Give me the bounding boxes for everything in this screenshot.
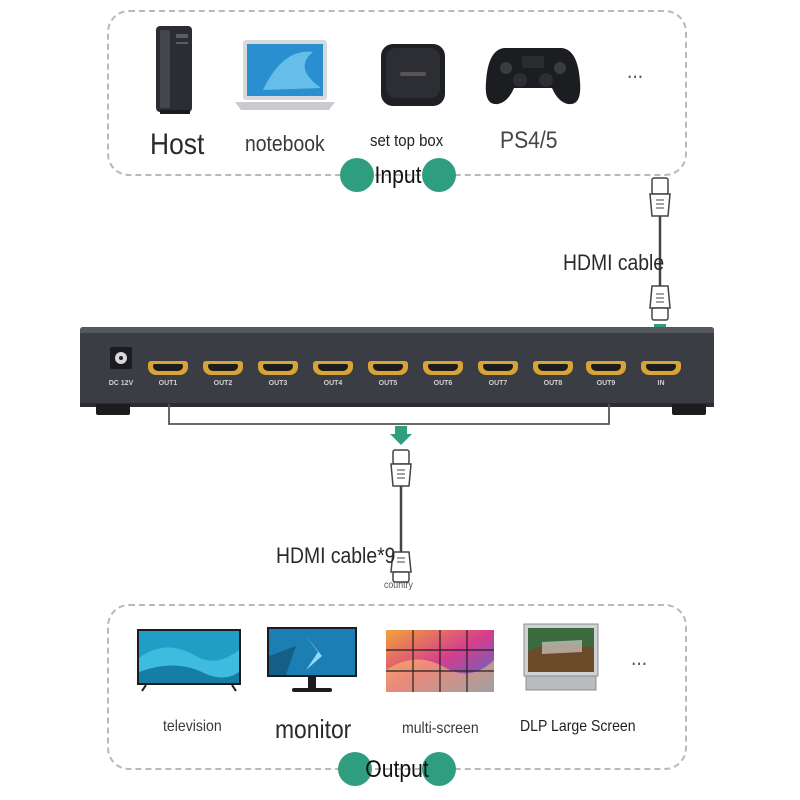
hdmi-port-out3 bbox=[258, 361, 298, 375]
port-label-in: IN bbox=[657, 380, 665, 387]
set-top-box-icon bbox=[378, 42, 448, 110]
dc-power-jack bbox=[110, 347, 132, 369]
gamepad-icon bbox=[484, 42, 582, 108]
output-bracket bbox=[168, 404, 610, 425]
output-tag: Output bbox=[338, 752, 456, 786]
hdmi-port-out7 bbox=[478, 361, 518, 375]
dlp-screen-icon bbox=[522, 622, 600, 694]
hdmi-port-out6 bbox=[423, 361, 463, 375]
hdmi-port-out8 bbox=[533, 361, 573, 375]
output-device-label-monitor: monitor bbox=[275, 714, 352, 744]
output-tag-label: Output bbox=[365, 756, 429, 783]
output-panel bbox=[107, 604, 687, 770]
input-tag: Input bbox=[340, 158, 456, 192]
input-panel bbox=[107, 10, 687, 176]
port-label-out5: OUT5 bbox=[378, 380, 398, 387]
input-device-label-ps: PS4/5 bbox=[500, 127, 558, 154]
port-label-out4: OUT4 bbox=[323, 380, 343, 387]
splitter-foot-right bbox=[672, 404, 706, 415]
output-device-label-television: television bbox=[163, 718, 222, 735]
port-label-out1: OUT1 bbox=[158, 380, 178, 387]
output-more-ellipsis: ... bbox=[631, 645, 648, 670]
port-label-out6: OUT6 bbox=[433, 380, 453, 387]
hdmi-port-out4 bbox=[313, 361, 353, 375]
output-device-label-dlp: DLP Large Screen bbox=[520, 718, 636, 735]
hdmi-port-out5 bbox=[368, 361, 408, 375]
hdmi-port-out2 bbox=[203, 361, 243, 375]
splitter-foot-left bbox=[96, 404, 130, 415]
output-hdmi-cable bbox=[390, 426, 412, 583]
monitor-icon bbox=[266, 626, 358, 696]
splitter-top-edge bbox=[80, 327, 714, 333]
port-label-out3: OUT3 bbox=[268, 380, 288, 387]
input-more-ellipsis: ... bbox=[627, 58, 644, 83]
hdmi-port-in bbox=[641, 361, 681, 375]
input-tag-label: Input bbox=[374, 162, 422, 189]
port-label-out9: OUT9 bbox=[596, 380, 616, 387]
video-wall-icon bbox=[386, 630, 494, 692]
input-device-label-set-top-box: set top box bbox=[370, 131, 444, 150]
notebook-icon bbox=[233, 38, 337, 112]
power-label: DC 12V bbox=[108, 380, 134, 387]
television-icon bbox=[136, 628, 242, 692]
hdmi-port-out1 bbox=[148, 361, 188, 375]
splitter-bottom-edge bbox=[80, 403, 714, 407]
input-device-label-notebook: notebook bbox=[245, 131, 325, 156]
hdmi-splitter-device: DC 12V OUT1 OUT2 OUT3 OUT4 OUT5 OUT6 OUT… bbox=[80, 327, 714, 407]
port-label-out2: OUT2 bbox=[213, 380, 233, 387]
input-cable-label: HDMI cable bbox=[563, 250, 665, 275]
output-cable-label: HDMI cable*9 bbox=[276, 543, 396, 568]
output-cable-sublabel: country bbox=[384, 580, 413, 591]
hdmi-port-out9 bbox=[586, 361, 626, 375]
input-device-label-host: Host bbox=[150, 128, 205, 161]
port-label-out7: OUT7 bbox=[488, 380, 508, 387]
port-label-out8: OUT8 bbox=[543, 380, 563, 387]
output-device-label-multi-screen: multi-screen bbox=[402, 720, 479, 737]
host-pc-icon bbox=[152, 24, 196, 116]
